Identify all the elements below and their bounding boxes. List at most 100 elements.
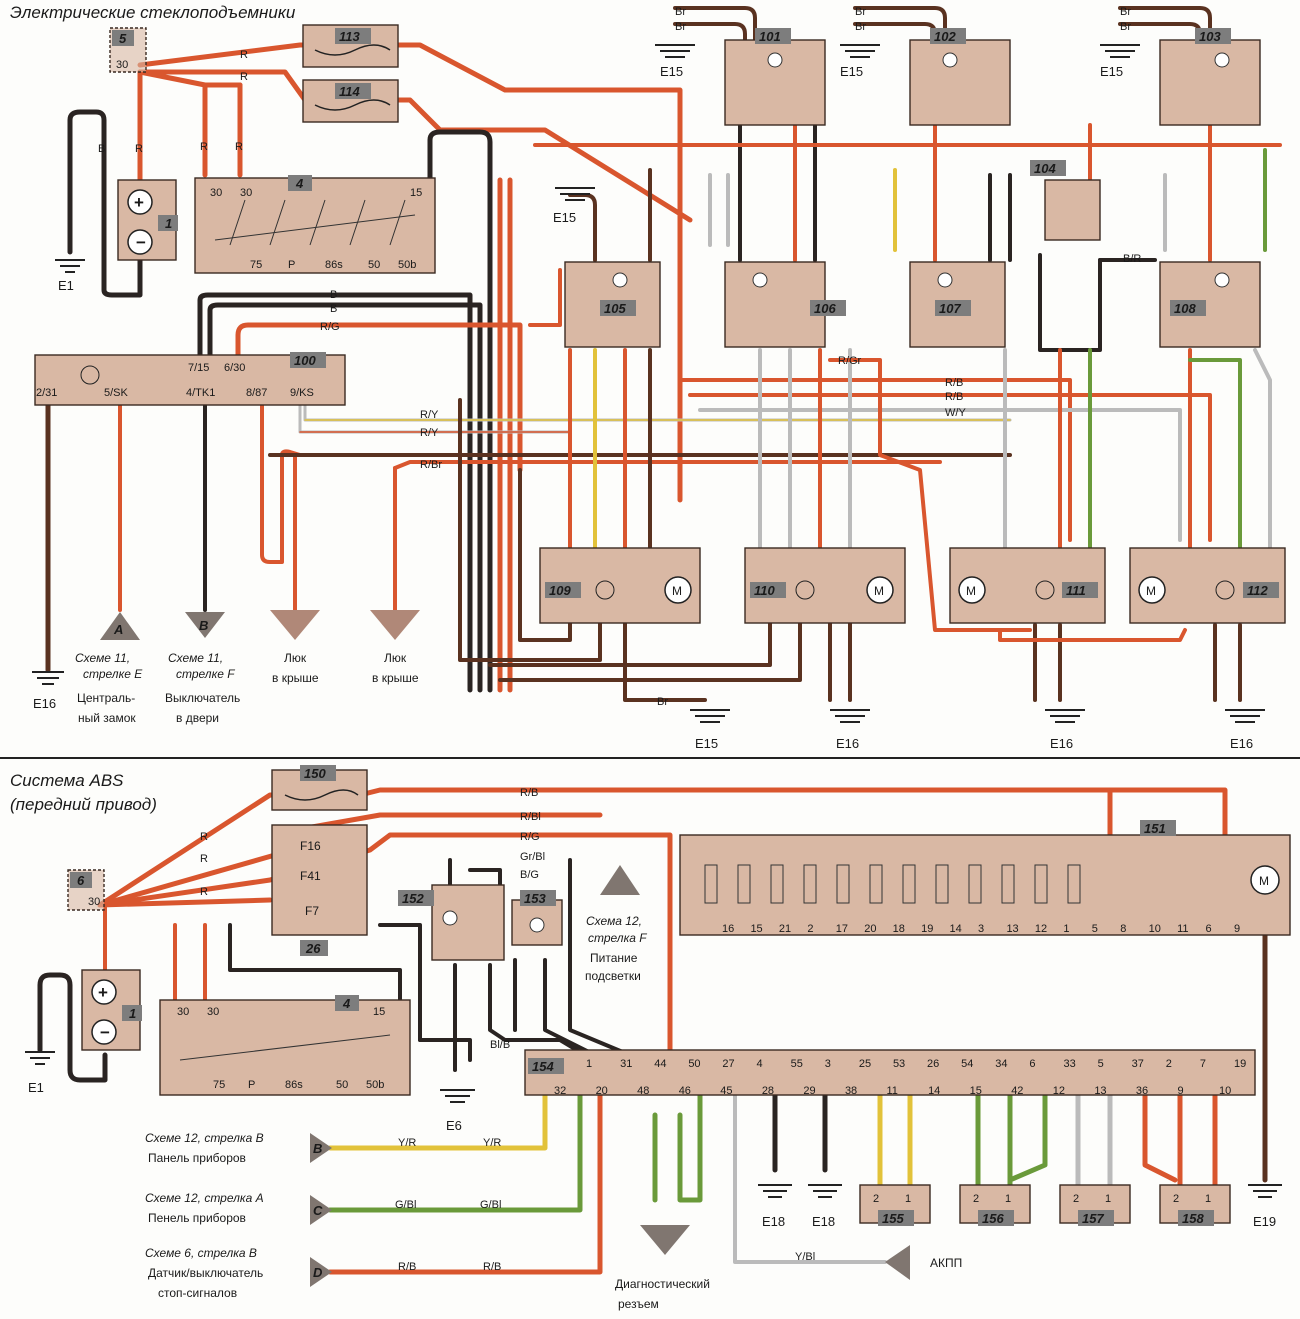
svg-text:86s: 86s [325,259,343,271]
svg-text:E16: E16 [33,696,56,711]
svg-text:Централь-: Централь- [77,691,135,705]
ground-e19: E19 [1248,1184,1282,1229]
svg-text:111: 111 [1066,583,1086,598]
svg-text:Br: Br [675,21,686,33]
m154-top-pin-19: 19 [1234,1058,1246,1070]
svg-text:R/Br: R/Br [420,459,442,471]
svg-text:1: 1 [905,1193,911,1205]
m151-pin-17: 17 [836,923,848,935]
abs-connector-154: 154 [524,1049,1256,1096]
component-5: 5 30 [109,27,147,73]
svg-text:в крыше: в крыше [372,671,419,685]
solenoid-coil [935,864,949,904]
svg-text:154: 154 [532,1059,554,1074]
svg-text:9/KS: 9/KS [290,387,314,399]
m154-top-pin-27: 27 [722,1058,734,1070]
arrow-b-bottom: B Схеме 12, стрелка B Панель приборов Y/… [145,1131,501,1165]
m151-pin-6: 6 [1206,923,1212,935]
m154-bot-pin-11: 11 [887,1085,898,1097]
svg-text:B/R: B/R [1123,253,1141,265]
svg-text:резъем: резъем [618,1297,659,1311]
bottom-wire-labels: R/B R/Bl R/G Gr/Bl B/G R R R Bl/B [200,787,545,1051]
svg-text:B: B [330,289,337,301]
svg-text:2: 2 [873,1193,879,1205]
ground-e18-left: E18 [758,1184,792,1229]
m154-top-pin-3: 3 [825,1058,831,1070]
m154-bot-pin-32: 32 [554,1085,566,1097]
svg-text:6: 6 [77,873,85,888]
svg-text:R/Gr: R/Gr [838,355,862,367]
m151-pin-16: 16 [722,923,734,935]
m154-bot-pin-10: 10 [1219,1085,1231,1097]
svg-text:E15: E15 [1100,64,1123,79]
svg-text:Gr/Bl: Gr/Bl [520,851,545,863]
svg-text:подсветки: подсветки [585,969,641,983]
svg-text:E6: E6 [446,1118,462,1133]
m154-top-pin-55: 55 [791,1058,803,1070]
svg-text:Датчик/выключатель: Датчик/выключатель [148,1266,263,1280]
ground-e15-102: E15 [840,44,880,79]
svg-text:R/G: R/G [320,321,340,333]
svg-text:M: M [966,584,976,598]
svg-text:30: 30 [177,1006,189,1018]
svg-text:стрелка F: стрелка F [588,931,647,945]
svg-text:Y/Bl: Y/Bl [795,1251,815,1263]
svg-text:113: 113 [339,29,360,44]
svg-text:E15: E15 [553,210,576,225]
svg-text:R/B: R/B [945,391,963,403]
svg-text:108: 108 [1174,301,1196,316]
ground-e16-112: E16 [1225,709,1265,751]
svg-text:D: D [313,1265,323,1280]
arrow-roof-2: Люк в крыше [370,610,420,685]
m154-bot-pin-36: 36 [1136,1085,1148,1097]
svg-text:Y/R: Y/R [483,1137,501,1149]
m154-top-pin-2: 2 [1166,1058,1172,1070]
svg-text:75: 75 [213,1079,225,1091]
svg-text:30: 30 [207,1006,219,1018]
solenoid-coil [704,864,718,904]
svg-text:Пенель приборов: Пенель приборов [148,1211,246,1225]
svg-text:M: M [874,584,884,598]
solenoid-coil [1034,864,1048,904]
arrow-roof-1: Люк в крыше [270,610,320,685]
svg-text:152: 152 [402,891,424,906]
svg-text:G/Bl: G/Bl [395,1199,416,1211]
svg-text:112: 112 [1247,583,1268,598]
battery-1-bottom: + − 1 [81,969,142,1051]
svg-text:1: 1 [165,216,172,231]
fuse-113: 113 [302,24,399,68]
ground-e18-right: E18 [808,1184,842,1229]
m154-top-pin-34: 34 [995,1058,1007,1070]
svg-text:15: 15 [410,187,422,199]
m151-pin-20: 20 [864,923,876,935]
svg-text:2: 2 [973,1193,979,1205]
svg-text:G/Bl: G/Bl [480,1199,501,1211]
svg-text:E15: E15 [695,736,718,751]
m151-pin-14: 14 [950,923,962,935]
window-motor-111: 111 M [949,547,1106,624]
sensor-156: 2 1 156 [959,1184,1031,1226]
switch-107: 107 [909,261,1006,348]
svg-text:−: − [100,1023,110,1042]
svg-text:Y/R: Y/R [398,1137,416,1149]
svg-text:E16: E16 [1050,736,1073,751]
m154-bot-pin-28: 28 [762,1085,774,1097]
arrow-c-bottom: C Схеме 12, стрелка A Пенель приборов G/… [145,1191,501,1225]
svg-text:R: R [240,71,248,83]
svg-text:30: 30 [240,187,252,199]
svg-text:Br: Br [675,6,686,18]
arrow-light: Схема 12, стрелка F Питание подсветки [585,865,647,983]
svg-text:1: 1 [1105,1193,1111,1205]
ground-e16-111: E16 [1045,709,1085,751]
arrow-diagnostic: Диагностический резъем [615,1225,710,1311]
solenoid-coil [1067,864,1081,904]
svg-text:2: 2 [1073,1193,1079,1205]
switch-108: 108 [1159,261,1261,348]
svg-text:Br: Br [855,21,866,33]
svg-text:R/B: R/B [945,377,963,389]
window-motor-109: 109 M [539,547,701,624]
switch-105: 105 [564,261,661,348]
ignition-switch-4-bottom: 4 30 30 15 75 P 86s 50 50b [159,995,411,1096]
svg-text:E16: E16 [836,736,859,751]
